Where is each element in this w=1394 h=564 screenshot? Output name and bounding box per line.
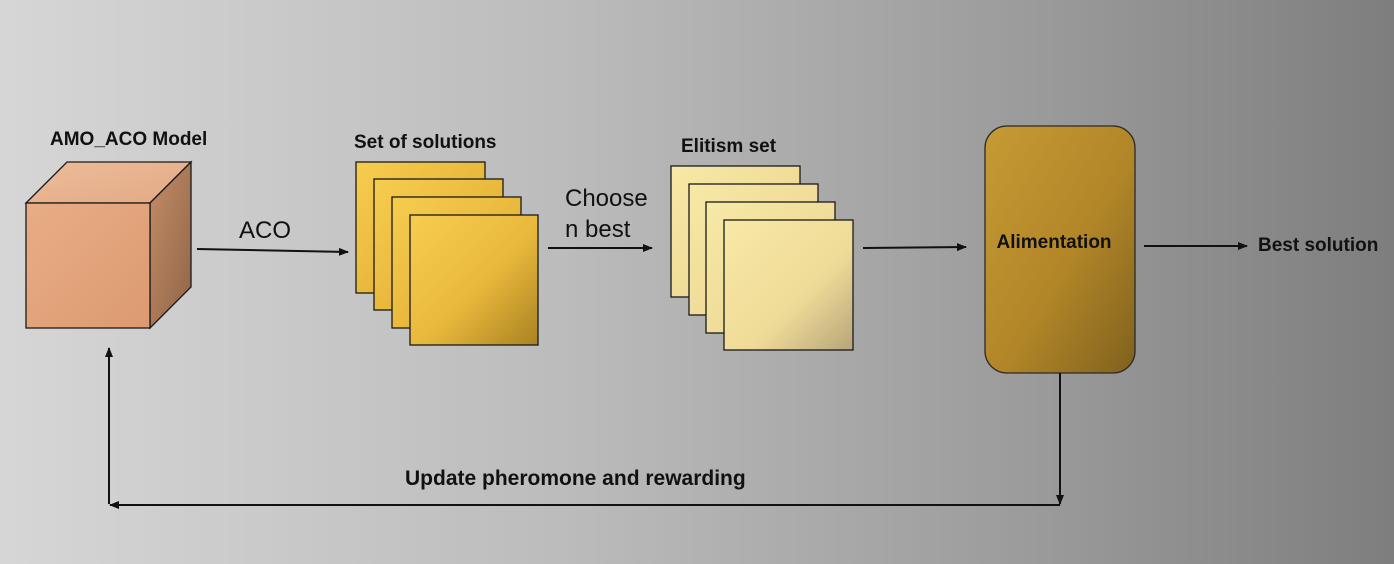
model-cube-front (25, 202, 151, 329)
alimentation-node: Alimentation (984, 125, 1136, 374)
choose-label-line1: Choose (565, 185, 648, 212)
solutions-label: Set of solutions (354, 132, 497, 153)
best-solution-label: Best solution (1258, 235, 1378, 256)
model-node: AMO_ACO Model (24, 129, 207, 330)
elitism-label: Elitism set (681, 136, 777, 157)
solution-card (409, 214, 539, 346)
choose-label-line2: n best (565, 216, 631, 243)
feedback-label: Update pheromone and rewarding (405, 467, 746, 490)
output-edge: Best solution (1144, 235, 1378, 256)
aco-edge: ACO (196, 217, 349, 256)
model-label: AMO_ACO Model (50, 129, 207, 150)
alimentation-label: Alimentation (996, 232, 1111, 253)
elitism-node: Elitism set (670, 136, 854, 351)
solutions-node: Set of solutions (354, 132, 539, 346)
aco-arrow (196, 247, 349, 256)
aco-label: ACO (239, 217, 291, 244)
choose-edge: Choose n best (548, 185, 653, 252)
feedback-edge: Update pheromone and rewarding (105, 347, 1064, 509)
elitism-to-alimentation-arrow (862, 243, 967, 252)
elitism-card (723, 219, 854, 351)
